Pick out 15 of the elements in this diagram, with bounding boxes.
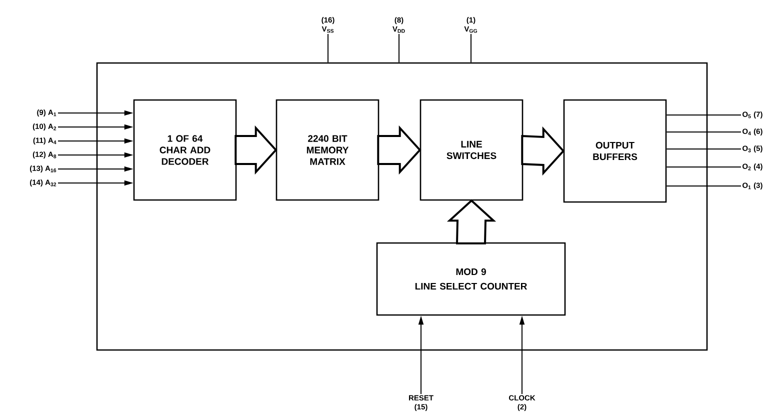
buffer-block: OUTPUT BUFFERS [563, 99, 667, 203]
bus-arrow [377, 125, 422, 175]
bus-arrow [446, 199, 496, 244]
memory-block: 2240 BIT MEMORY MATRIX [276, 99, 380, 201]
signal-line [398, 34, 400, 63]
chip-outline [96, 62, 708, 351]
signal-line [666, 166, 742, 168]
bus-arrow [521, 126, 565, 176]
counter-block: MOD 9 LINE SELECT COUNTER [376, 242, 566, 316]
signal-line [666, 148, 742, 150]
bus-arrow [234, 125, 278, 175]
decoder-block: 1 OF 64 CHAR ADD DECODER [133, 99, 237, 201]
signal-line [666, 114, 742, 116]
signal-line [470, 34, 472, 63]
switch-block: LINE SWITCHES [420, 99, 524, 201]
